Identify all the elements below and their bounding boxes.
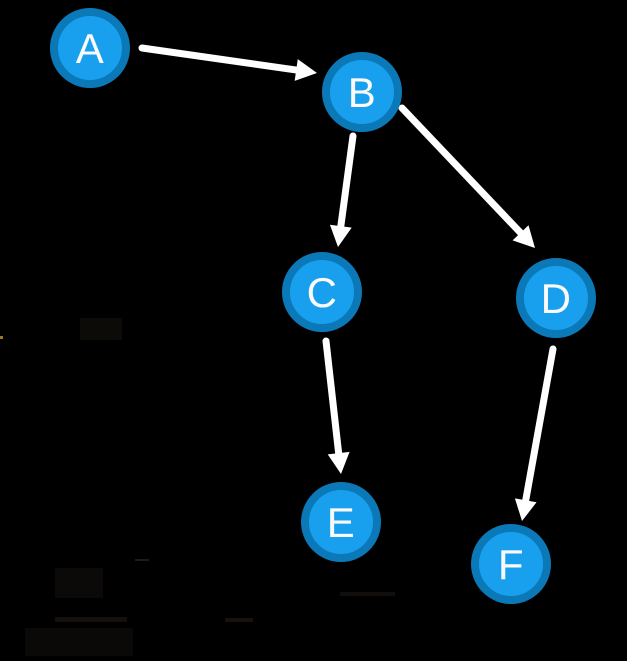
graph-node-f[interactable]: F <box>471 524 551 604</box>
node-label: B <box>348 69 377 116</box>
background-artifact <box>25 628 133 656</box>
graph-edge-a-b <box>138 44 317 81</box>
node-circle <box>282 252 362 332</box>
graph-node-b[interactable]: B <box>322 52 402 132</box>
node-circle <box>516 258 596 338</box>
node-label: F <box>498 541 524 588</box>
edge-arrowhead <box>329 224 352 247</box>
node-label: D <box>541 275 572 322</box>
graph-edge-d-f <box>514 345 557 521</box>
background-artifact <box>55 568 103 598</box>
background-artifact <box>55 617 127 622</box>
background-artifact <box>0 336 3 339</box>
graph-node-c[interactable]: C <box>282 252 362 332</box>
graph-node-e[interactable]: E <box>301 482 381 562</box>
node-circle <box>322 52 402 132</box>
background-artifact <box>340 592 395 596</box>
edge-arrowhead <box>512 225 535 248</box>
node-circle <box>471 524 551 604</box>
node-circle <box>50 8 130 88</box>
node-label: A <box>76 25 105 72</box>
edge-line <box>398 104 527 239</box>
graph-edge-c-e <box>322 337 350 474</box>
background-artifact <box>225 618 253 622</box>
node-label: C <box>307 269 338 316</box>
edge-arrowhead <box>294 59 317 81</box>
node-label: E <box>327 499 356 546</box>
edge-line <box>336 132 357 233</box>
edge-arrowhead <box>327 451 350 474</box>
graph-node-d[interactable]: D <box>516 258 596 338</box>
background-artifact <box>80 318 122 340</box>
edge-line <box>521 345 557 507</box>
graph-node-a[interactable]: A <box>50 8 130 88</box>
node-circle <box>301 482 381 562</box>
graph-edge-b-d <box>398 104 535 248</box>
edge-arrowhead <box>514 498 537 521</box>
edge-line <box>322 337 343 460</box>
graph-edge-b-c <box>329 132 357 247</box>
background-artifact <box>135 559 149 561</box>
edge-line <box>138 44 303 74</box>
